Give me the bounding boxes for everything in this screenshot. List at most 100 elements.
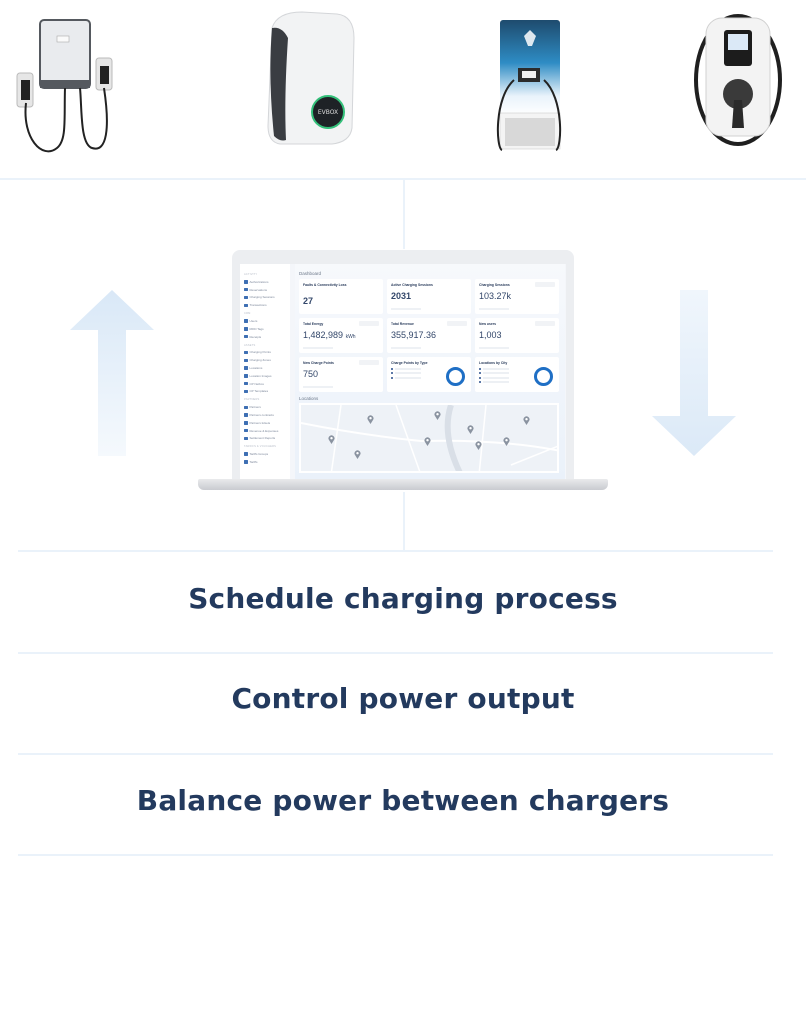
map-roads [301, 405, 557, 471]
card-total-revenue[interactable]: Total Revenue 355,917.36 [387, 318, 471, 353]
template-icon [244, 389, 248, 394]
partner-icon [244, 405, 248, 409]
laptop-screen-frame: Activity Authorizations Reservations Cha… [232, 250, 574, 482]
sidebar-item-users[interactable]: Users [244, 317, 286, 325]
card-total-energy[interactable]: Total Energy 1,482,989 kWh [299, 318, 383, 353]
sidebar-item-settlement-reports[interactable]: Settlement Reports [244, 435, 286, 443]
tariff-group-icon [244, 452, 248, 456]
map-pin-icon[interactable] [467, 425, 474, 434]
card-title: Faults & Connectivity Loss [303, 283, 347, 287]
sidebar-item-location-images[interactable]: Location Images [244, 372, 286, 380]
receipt-icon [244, 334, 248, 339]
period-select[interactable] [359, 321, 379, 326]
wall-charger-dual-image [16, 19, 113, 153]
map-pin-icon[interactable] [475, 441, 482, 450]
feature-divider [18, 854, 773, 856]
sidebar-item-authorizations[interactable]: Authorizations [244, 278, 286, 286]
card-value: 1,003 [479, 330, 502, 340]
image-icon [244, 374, 248, 378]
map-pin-icon[interactable] [523, 416, 530, 425]
sidebar-item-partners[interactable]: Partners [244, 403, 286, 411]
dashboard-sidebar: Activity Authorizations Reservations Cha… [240, 264, 290, 482]
lock-icon [244, 280, 248, 284]
dc-fast-charger-image [496, 20, 562, 151]
map-pin-icon[interactable] [367, 415, 374, 424]
sidebar-item-tariffs[interactable]: Tariffs [244, 458, 286, 466]
sidebar-item-receipts[interactable]: Receipts [244, 333, 286, 341]
card-new-charge-points[interactable]: New Charge Points 750 [299, 357, 383, 392]
card-charging-sessions[interactable]: Charging Sessions 103.27k [475, 279, 559, 314]
map-pin-icon[interactable] [354, 450, 361, 459]
pin-icon [244, 358, 248, 363]
card-value: 27 [303, 296, 314, 306]
tag-icon [244, 327, 248, 331]
sidebar-item-charging-points[interactable]: Charging Points [244, 349, 286, 357]
card-value: 2031 [391, 291, 412, 301]
revenue-icon [244, 428, 248, 433]
sidebar-section-title: Tariffs & Vouchers [244, 445, 277, 449]
sidebar-item-rfid-tags[interactable]: RFID Tags [244, 325, 286, 333]
card-title: Active Charging Sessions [391, 283, 433, 287]
card-subtext [391, 346, 421, 349]
locations-map[interactable] [299, 403, 559, 473]
transactions-icon [244, 303, 248, 308]
sidebar-item-cp-netbox[interactable]: CP Netbox [244, 380, 286, 388]
card-subtext [303, 346, 333, 349]
bolt-icon [244, 295, 248, 300]
map-pin-icon[interactable] [434, 411, 441, 420]
sidebar-item-charging-zones[interactable]: Charging Zones [244, 356, 286, 364]
map-pin-icon[interactable] [328, 435, 335, 444]
sidebar-item-charging-sessions[interactable]: Charging Sessions [244, 294, 286, 302]
location-icon [244, 366, 248, 370]
feature-divider [18, 652, 773, 654]
sidebar-item-transactions[interactable]: Transactions [244, 301, 286, 309]
sidebar-item-reservations[interactable]: Reservations [244, 286, 286, 294]
sidebar-section-title: Activity [244, 273, 258, 276]
period-select[interactable] [535, 321, 555, 326]
card-unit: kWh [345, 334, 356, 340]
sidebar-item-revenue-expenses[interactable]: Revenue & Expenses [244, 427, 286, 435]
card-subtext [479, 307, 509, 310]
donut-chart [534, 367, 553, 386]
feature-divider [18, 550, 773, 552]
card-new-users[interactable]: New users 1,003 [475, 318, 559, 353]
card-charge-points-by-type[interactable]: Charge Points by Type [387, 357, 471, 392]
dashboard-title: Dashboard [299, 271, 322, 276]
ticket-icon [244, 421, 248, 425]
card-value: 750 [303, 369, 319, 379]
card-title: New users [479, 322, 496, 326]
sidebar-item-tariffs-groups[interactable]: Tariffs Groups [244, 450, 286, 458]
card-title: Total Revenue [391, 322, 414, 326]
dashboard-screen: Activity Authorizations Reservations Cha… [240, 264, 566, 482]
calendar-icon [244, 287, 248, 292]
period-select[interactable] [535, 282, 555, 287]
map-pin-icon[interactable] [503, 437, 510, 446]
kpi-cards: Faults & Connectivity Loss 27 Active Cha… [299, 279, 561, 392]
card-subtext [303, 385, 333, 388]
arrow-down-icon [652, 290, 736, 456]
charger-gallery: EVBOX [0, 0, 806, 178]
card-value: 355,917.36 [391, 330, 437, 340]
period-select[interactable] [359, 360, 379, 365]
netbox-icon [244, 381, 248, 386]
sidebar-section-title: Assets [244, 343, 256, 347]
card-title: Total Energy [303, 322, 324, 326]
sidebar-item-locations[interactable]: Locations [244, 364, 286, 372]
card-locations-by-city[interactable]: Locations by City [475, 357, 559, 392]
wallbox-with-cable-image [694, 14, 782, 146]
sidebar-section-title: CRM [244, 312, 251, 316]
locations-title: Locations [299, 396, 319, 401]
sidebar-item-partners-tickets[interactable]: Partners tickets [244, 419, 286, 427]
period-select[interactable] [447, 321, 467, 326]
sidebar-item-cp-templates[interactable]: CP Templates [244, 388, 286, 396]
chart-legend [391, 368, 421, 381]
home-wallbox-image: EVBOX [267, 11, 355, 145]
card-active-sessions[interactable]: Active Charging Sessions 2031 [387, 279, 471, 314]
card-faults[interactable]: Faults & Connectivity Loss 27 [299, 279, 383, 314]
map-pin-icon[interactable] [424, 437, 431, 446]
laptop-base [198, 479, 608, 490]
sidebar-item-partners-contracts[interactable]: Partners contracts [244, 411, 286, 419]
card-value: 103.27k [479, 291, 512, 301]
card-subtext [479, 346, 509, 349]
feature-balance-power: Balance power between chargers [136, 784, 670, 817]
